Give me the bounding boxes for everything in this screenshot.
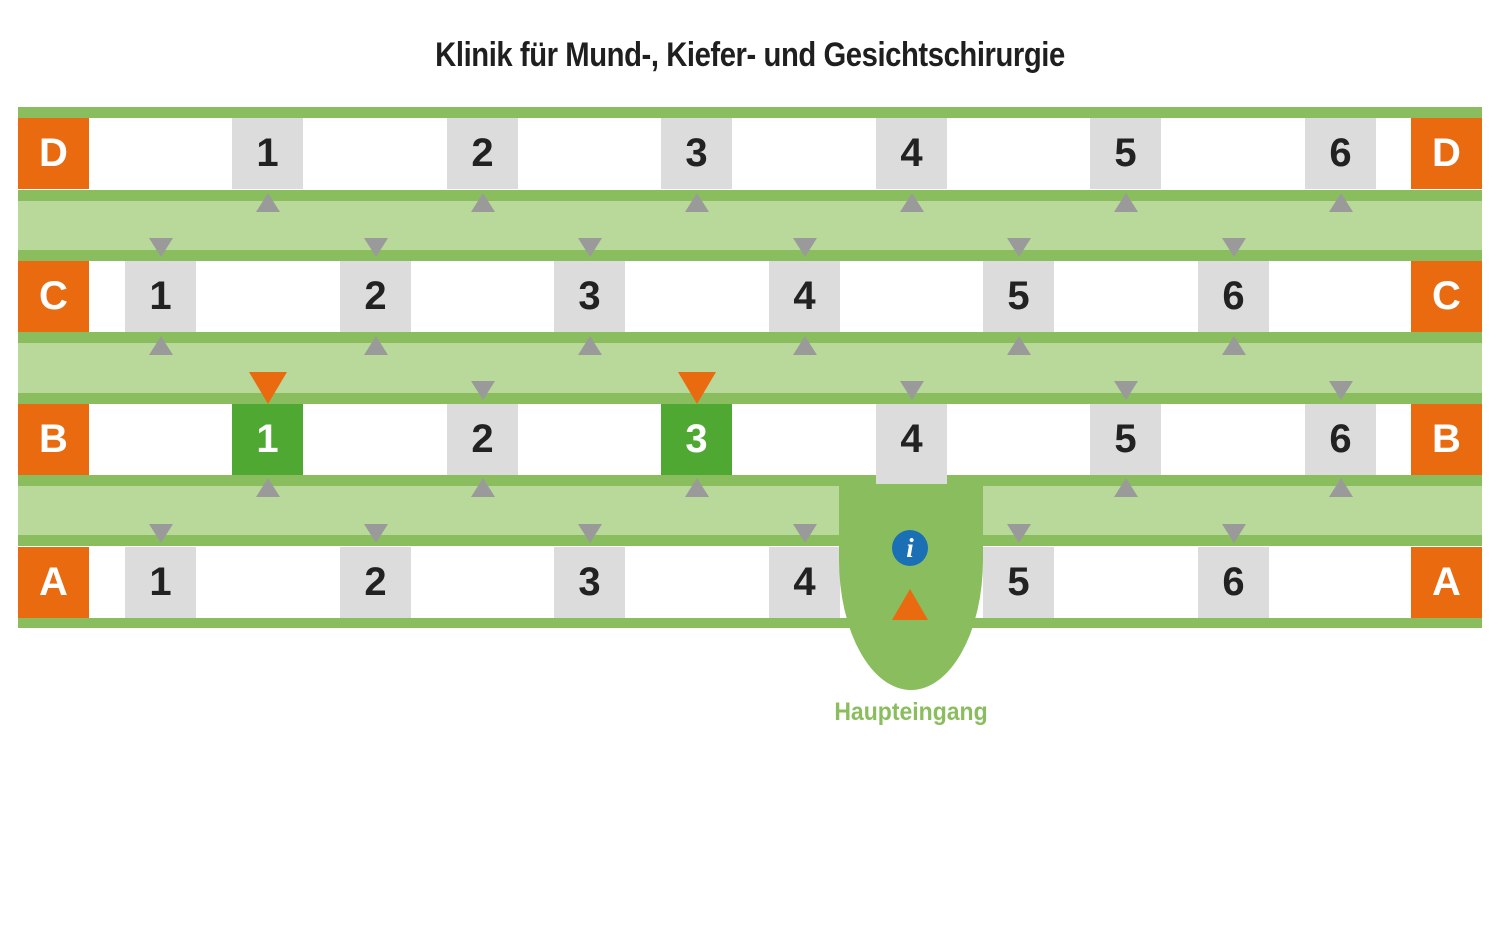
- room-A3[interactable]: 3: [554, 547, 625, 618]
- row-label-D-right: D: [1411, 118, 1482, 189]
- row-label-C-right: C: [1411, 261, 1482, 332]
- arrow-down-icon: [470, 381, 495, 400]
- row-label-B-right: B: [1411, 404, 1482, 475]
- room-D6[interactable]: 6: [1305, 118, 1376, 189]
- room-B3[interactable]: 3: [661, 404, 732, 475]
- room-D3[interactable]: 3: [661, 118, 732, 189]
- arrow-up-icon: [577, 336, 602, 355]
- row-label-D-left: D: [18, 118, 89, 189]
- row-label-B-left: B: [18, 404, 89, 475]
- wall-line: [18, 393, 1482, 404]
- arrow-down-icon: [1113, 381, 1138, 400]
- arrow-up-icon: [1113, 193, 1138, 212]
- room-B5[interactable]: 5: [1090, 404, 1161, 475]
- arrow-up-icon: [684, 193, 709, 212]
- entrance-arrow-icon: [892, 589, 928, 620]
- arrow-down-icon: [1006, 238, 1031, 257]
- room-B1[interactable]: 1: [232, 404, 303, 475]
- room-A1[interactable]: 1: [125, 547, 196, 618]
- room-D2[interactable]: 2: [447, 118, 518, 189]
- main-entrance-label: Haupteingang: [834, 698, 988, 726]
- wall-line: [18, 475, 1482, 486]
- info-icon[interactable]: i: [892, 530, 928, 566]
- row-label-C-left: C: [18, 261, 89, 332]
- arrow-down-icon: [899, 381, 924, 400]
- arrow-up-icon: [1328, 193, 1353, 212]
- arrow-up-icon: [470, 193, 495, 212]
- arrow-down-icon: [1328, 381, 1353, 400]
- arrow-down-icon: [577, 238, 602, 257]
- arrow-up-icon: [470, 478, 495, 497]
- room-C2[interactable]: 2: [340, 261, 411, 332]
- arrow-up-icon: [1328, 478, 1353, 497]
- arrow-down-icon: [1221, 238, 1246, 257]
- wall-line: [18, 535, 1482, 546]
- arrow-down-icon: [148, 238, 173, 257]
- wall-line: [18, 190, 1482, 201]
- arrow-up-icon: [1006, 336, 1031, 355]
- arrow-up-icon: [148, 336, 173, 355]
- room-D4[interactable]: 4: [876, 118, 947, 189]
- room-C3[interactable]: 3: [554, 261, 625, 332]
- arrow-up-icon: [255, 478, 280, 497]
- arrow-down-icon: [792, 238, 817, 257]
- arrow-up-icon: [255, 193, 280, 212]
- arrow-down-icon: [1221, 524, 1246, 543]
- arrow-down-icon: [363, 524, 388, 543]
- room-C6[interactable]: 6: [1198, 261, 1269, 332]
- room-C1[interactable]: 1: [125, 261, 196, 332]
- arrow-up-icon: [363, 336, 388, 355]
- room-A6[interactable]: 6: [1198, 547, 1269, 618]
- arrow-down-icon: [1006, 524, 1031, 543]
- room-D1[interactable]: 1: [232, 118, 303, 189]
- room-B4-front[interactable]: 4: [876, 404, 947, 475]
- marker-arrow-icon: [677, 372, 716, 404]
- wall-line: [18, 107, 1482, 118]
- main-entrance-area: [839, 475, 983, 690]
- arrow-down-icon: [577, 524, 602, 543]
- room-B6[interactable]: 6: [1305, 404, 1376, 475]
- room-A5[interactable]: 5: [983, 547, 1054, 618]
- row-label-A-left: A: [18, 547, 89, 618]
- room-A4[interactable]: 4: [769, 547, 840, 618]
- wall-line: [18, 250, 1482, 261]
- marker-arrow-icon: [248, 372, 287, 404]
- arrow-up-icon: [684, 478, 709, 497]
- arrow-down-icon: [148, 524, 173, 543]
- map-title: Klinik für Mund-, Kiefer- und Gesichtsch…: [435, 36, 1065, 74]
- room-C4[interactable]: 4: [769, 261, 840, 332]
- room-B2[interactable]: 2: [447, 404, 518, 475]
- room-A2[interactable]: 2: [340, 547, 411, 618]
- row-label-A-right: A: [1411, 547, 1482, 618]
- arrow-down-icon: [792, 524, 817, 543]
- wall-line: [18, 332, 1482, 343]
- room-D5[interactable]: 5: [1090, 118, 1161, 189]
- arrow-down-icon: [363, 238, 388, 257]
- arrow-up-icon: [1221, 336, 1246, 355]
- room-C5[interactable]: 5: [983, 261, 1054, 332]
- arrow-up-icon: [899, 193, 924, 212]
- wall-line: [18, 617, 1482, 628]
- arrow-up-icon: [1113, 478, 1138, 497]
- arrow-up-icon: [792, 336, 817, 355]
